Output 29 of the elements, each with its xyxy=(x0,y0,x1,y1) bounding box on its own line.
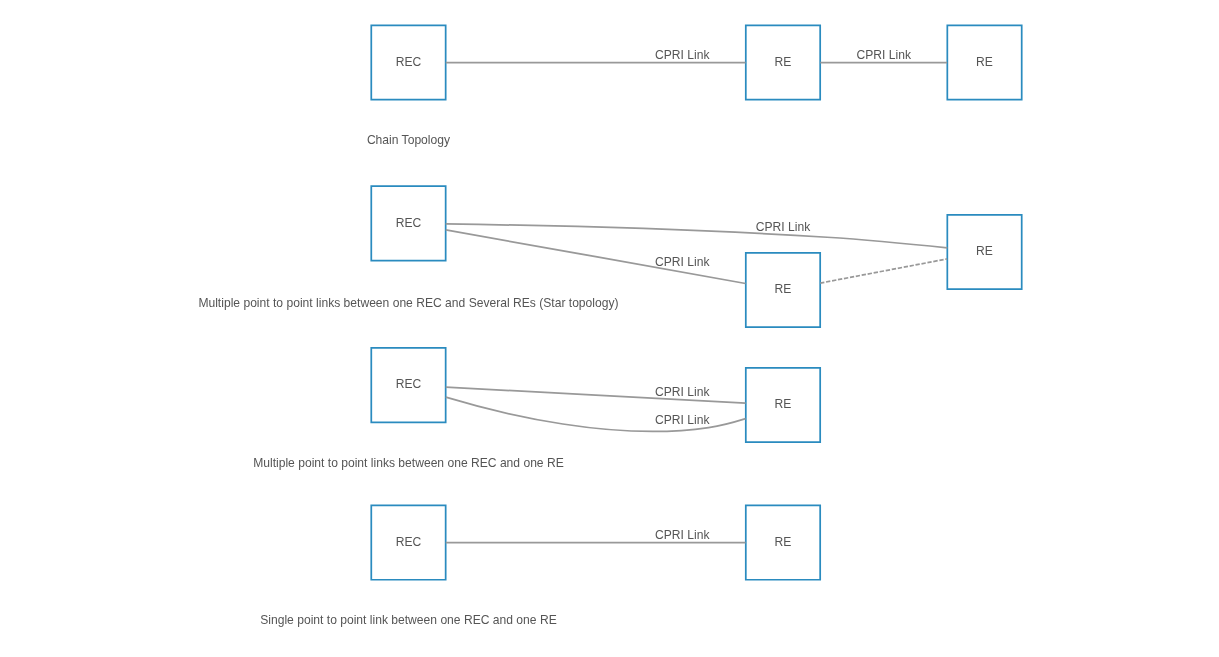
connector xyxy=(444,223,948,249)
node-box: REC xyxy=(369,24,447,101)
edge-label: CPRI Link xyxy=(654,413,709,428)
node-box: REC xyxy=(369,185,447,262)
connector xyxy=(818,61,948,64)
connector xyxy=(444,396,746,433)
edge-label: CPRI Link xyxy=(856,48,911,63)
label: Multiple point to point links between one REC and one RE xyxy=(252,456,564,471)
node-box: RE xyxy=(945,213,1023,290)
node-box: RE xyxy=(744,251,821,329)
edge-label: CPRI Link xyxy=(654,384,709,399)
label: Single point to point link between one REC and one RE xyxy=(259,613,557,628)
edge-label: CPRI Link xyxy=(654,48,709,63)
label: Multiple point to point links between one REC and Several REs (Star topology) xyxy=(197,296,619,311)
connector xyxy=(818,258,948,284)
node-box: RE xyxy=(744,24,821,101)
edge-label: CPRI Link xyxy=(755,219,810,234)
connector xyxy=(444,386,746,404)
edge-label: CPRI Link xyxy=(654,254,709,269)
edge-label: CPRI Link xyxy=(654,528,709,543)
label: Chain Topology xyxy=(366,133,450,148)
connector xyxy=(444,541,746,544)
node-box: RE xyxy=(744,367,821,444)
node-box: RE xyxy=(945,24,1023,101)
connector xyxy=(444,61,746,64)
node-box: REC xyxy=(369,347,447,424)
node-box: RE xyxy=(744,504,821,581)
connector xyxy=(444,229,746,285)
node-box: REC xyxy=(369,504,447,581)
